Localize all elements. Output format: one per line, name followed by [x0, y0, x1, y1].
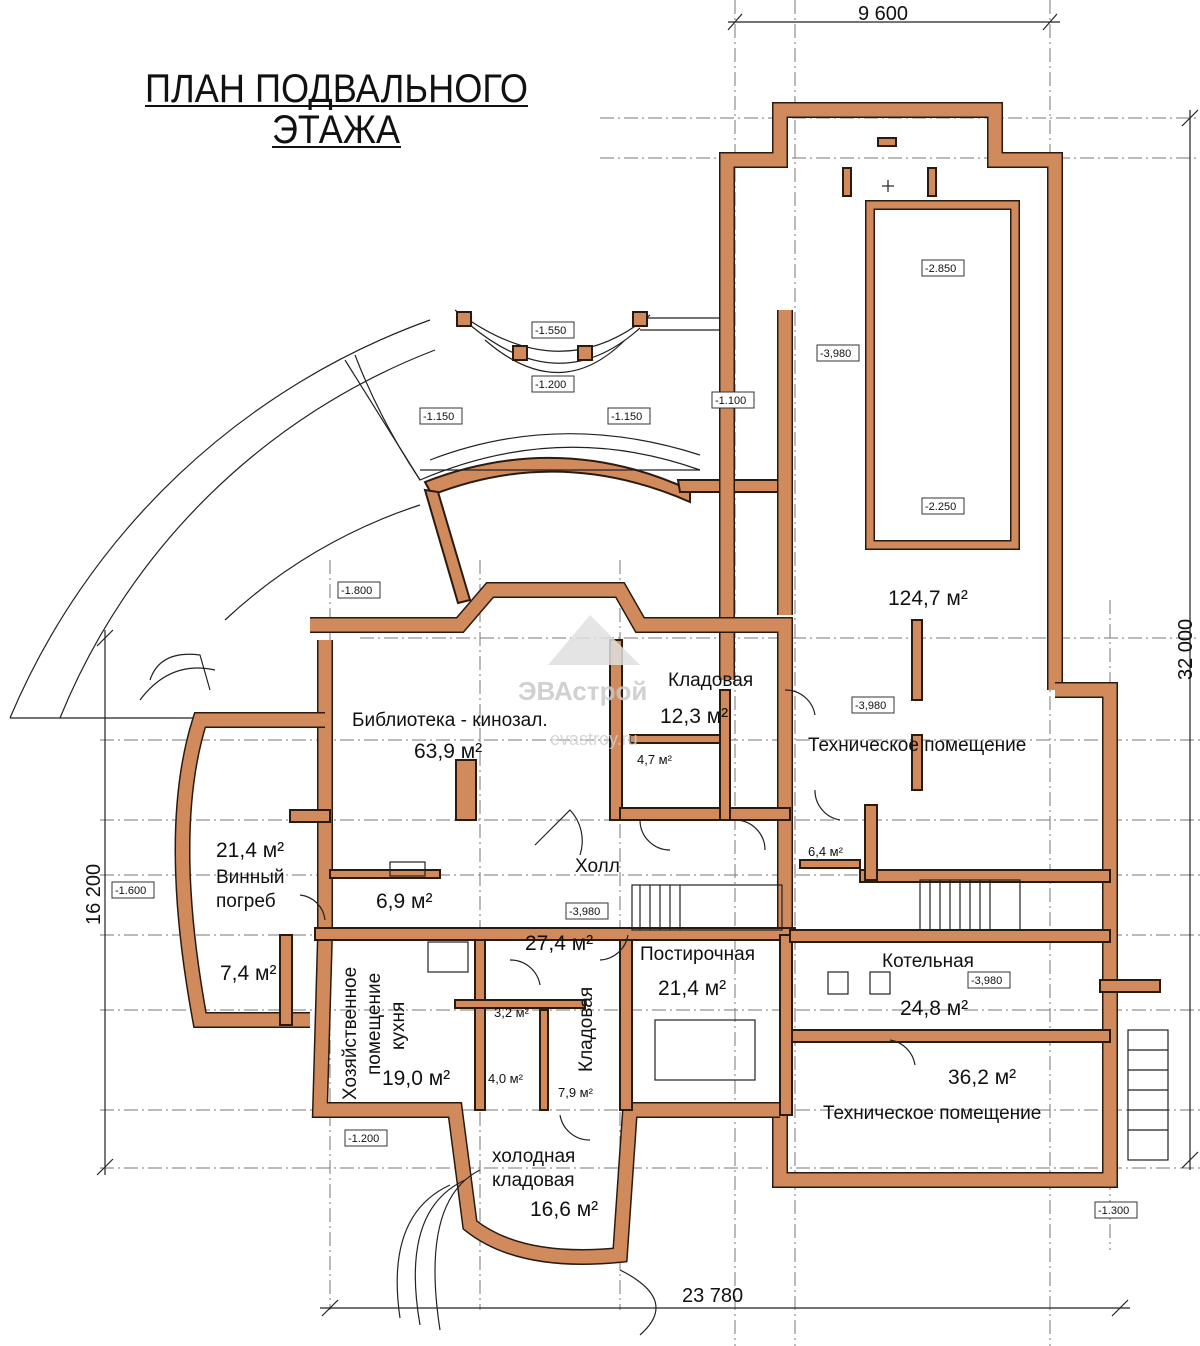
doors — [299, 689, 916, 1141]
kitchen-name-2: помещение — [364, 973, 385, 1075]
boiler-area: 24,8 м² — [900, 997, 968, 1020]
dimension-lines — [96, 13, 1199, 1317]
level-15: -1.300 — [1098, 1205, 1129, 1217]
tech-big-name: Техническое помещение — [808, 735, 1026, 756]
dimension-right: 32 000 — [1175, 619, 1197, 680]
level-14: -1.200 — [348, 1133, 379, 1145]
cold-area: 16,6 м² — [530, 1198, 598, 1221]
grid-lines — [100, 0, 1200, 1346]
dimension-top: 9 600 — [858, 3, 908, 25]
pantry1-area: 12,3 м² — [660, 705, 728, 728]
level-3: -1.150 — [423, 411, 454, 423]
terrace — [344, 309, 781, 605]
kitchen-area: 19,0 м² — [382, 1067, 450, 1090]
pool-area: 124,7 м² — [888, 587, 968, 610]
level-markers: -1.550 -1.200 -1.150 -1.150 -1.100 -3,98… — [111, 259, 1138, 1219]
library-area: 63,9 м² — [414, 740, 482, 763]
cold-name-1: холодная — [492, 1146, 575, 1167]
level-11: -1.600 — [115, 885, 146, 897]
pantry2-area: 7,9 м² — [558, 1085, 594, 1100]
hall-name: Холл — [575, 856, 620, 877]
room-labels: Библиотека - кинозал. 63,9 м² Кладовая 1… — [216, 587, 1041, 1221]
level-2: -1.200 — [535, 379, 566, 391]
library-name: Библиотека - кинозал. — [352, 710, 548, 731]
small-area-6-4: 6,4 м² — [808, 844, 844, 859]
level-9: -1.800 — [341, 585, 372, 597]
tech2-area: 36,2 м² — [948, 1066, 1016, 1089]
level-13: -3,980 — [971, 975, 1002, 987]
pantry1-name: Кладовая — [668, 670, 753, 691]
plan-title-line2: ЭТАЖА — [272, 108, 400, 152]
small-area-4-7: 4,7 м² — [637, 752, 673, 767]
small-area-4-0: 4,0 м² — [488, 1071, 524, 1086]
level-8: -2.250 — [925, 501, 956, 513]
watermark: ЭВАстрой evastroy.ru — [518, 615, 647, 749]
watermark-brand: ЭВАстрой — [518, 676, 647, 706]
laundry-name: Постирочная — [640, 944, 755, 965]
wine-name-2: погреб — [216, 891, 276, 912]
level-7: -2.850 — [925, 263, 956, 275]
main-walls — [174, 582, 1161, 1265]
outer-arc — [9, 319, 436, 719]
level-4: -1.150 — [611, 411, 642, 423]
dimension-bottom: 23 780 — [682, 1285, 743, 1307]
cold-name-2: кладовая — [492, 1170, 575, 1191]
level-10: -3,980 — [855, 700, 886, 712]
small-area-6-9: 6,9 м² — [376, 890, 432, 913]
dimension-left: 16 200 — [83, 864, 105, 925]
plan-title-line1: ПЛАН ПОДВАЛЬНОГО — [145, 67, 528, 111]
laundry-area: 21,4 м² — [658, 977, 726, 1000]
pool-wing — [719, 102, 1063, 791]
kitchen-name-3: кухня — [388, 1002, 409, 1050]
hall-area: 27,4 м² — [525, 932, 593, 955]
level-6: -3,980 — [820, 348, 851, 360]
small-area-3-2: 3,2 м² — [494, 1005, 530, 1020]
level-1: -1.550 — [535, 325, 566, 337]
wine-area: 21,4 м² — [216, 839, 284, 862]
kitchen-name-1: Хозяйственное — [340, 967, 361, 1100]
level-5: -1.100 — [715, 395, 746, 407]
small-area-7-4: 7,4 м² — [220, 962, 276, 985]
boiler-name: Котельная — [882, 951, 974, 972]
wine-name-1: Винный — [216, 867, 285, 888]
tech2-name: Техническое помещение — [823, 1103, 1041, 1124]
stairs — [389, 861, 1169, 1336]
watermark-site: evastroy.ru — [550, 729, 638, 749]
level-12: -3,980 — [569, 906, 600, 918]
pantry2-name: Кладовая — [576, 987, 597, 1072]
